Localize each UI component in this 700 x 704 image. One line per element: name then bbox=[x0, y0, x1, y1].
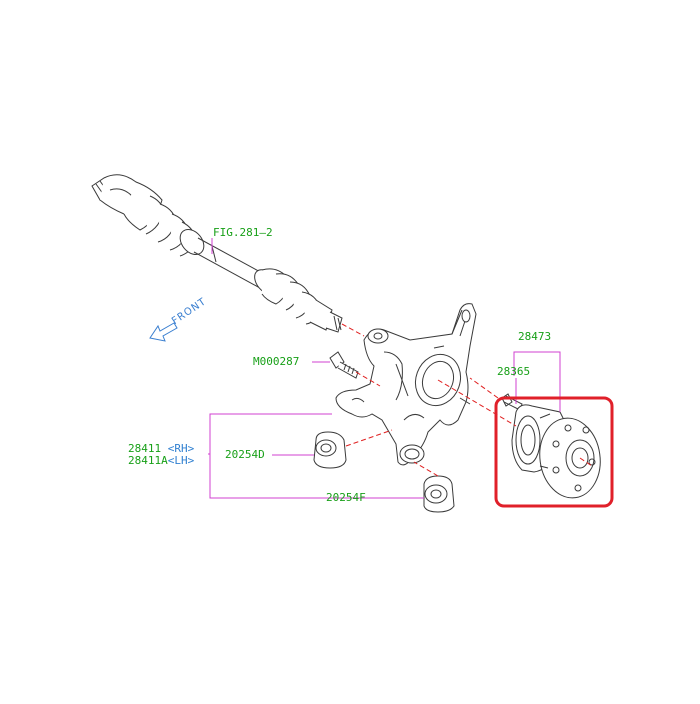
hub-assembly bbox=[511, 404, 601, 499]
label-bushing-20254f: 20254F bbox=[326, 491, 366, 504]
front-arrow-icon bbox=[149, 322, 178, 342]
label-knuckle-rh: 28411 <RH> bbox=[128, 443, 194, 455]
bushing-d bbox=[313, 431, 347, 469]
knuckle-lh-part-number: 28411A bbox=[128, 454, 168, 467]
highlight-box bbox=[494, 396, 614, 508]
label-bolt-m000287: M000287 bbox=[253, 355, 300, 368]
knuckle bbox=[335, 303, 477, 466]
label-knuckle-lh: 28411A<LH> bbox=[128, 455, 194, 467]
label-hub-bolt-28365: 28365 bbox=[497, 365, 531, 378]
knuckle-rh-part-number: 28411 bbox=[128, 442, 162, 455]
bushing-f bbox=[423, 475, 455, 513]
knuckle-rh-side: <RH> bbox=[167, 442, 195, 455]
label-hub-assembly-28473: 28473 bbox=[518, 330, 552, 343]
label-fig-281-2: FIG.281–2 bbox=[213, 226, 273, 239]
knuckle-lh-side: <LH> bbox=[167, 454, 195, 467]
label-bushing-20254d: 20254D bbox=[225, 448, 265, 461]
leader-lines bbox=[208, 238, 561, 499]
drive-shaft bbox=[91, 174, 343, 333]
assembly-centerlines bbox=[341, 323, 593, 477]
bolt bbox=[329, 351, 359, 379]
